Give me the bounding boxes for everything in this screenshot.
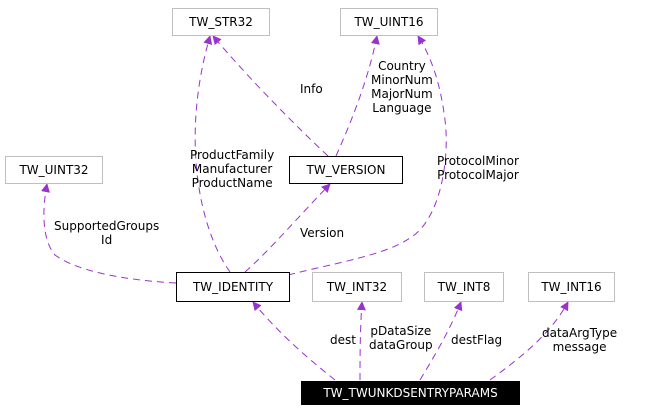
edge-label-line: Country — [378, 59, 426, 73]
edge-version-to-uint16 — [335, 35, 380, 157]
node-tw-uint16[interactable]: TW_UINT16 — [340, 8, 438, 36]
edge-root-to-int32 — [356, 301, 366, 381]
edge-label-info: Info — [300, 82, 323, 96]
edge-label-version-fields: Country MinorNum MajorNum Language — [371, 59, 433, 115]
edge-label-line: Language — [372, 101, 432, 115]
edge-label-groups-fields: SupportedGroups Id — [54, 219, 159, 247]
edge-label-line: ProductFamily — [190, 148, 275, 162]
edge-label-arg-fields: dataArgType message — [542, 326, 617, 354]
edge-label-line: Id — [101, 233, 113, 247]
edge-version-to-str32 — [212, 35, 329, 157]
node-tw-str32[interactable]: TW_STR32 — [172, 8, 270, 36]
edge-label-line: Manufacturer — [191, 162, 273, 176]
edge-label-line: MinorNum — [371, 73, 433, 87]
edge-identity-to-str32 — [194, 35, 231, 273]
edge-identity-to-uint16 — [287, 35, 447, 276]
edge-label-product-fields: ProductFamily Manufacturer ProductName — [190, 148, 274, 190]
node-tw-int8[interactable]: TW_INT8 — [424, 272, 504, 302]
edge-label-data-fields: pDataSize dataGroup — [369, 324, 433, 352]
edge-label-line: SupportedGroups — [54, 219, 160, 233]
edge-label-line: ProtocolMajor — [437, 168, 519, 182]
edge-label-dest: dest — [330, 333, 356, 347]
node-tw-version[interactable]: TW_VERSION — [289, 156, 403, 184]
edge-identity-to-uint32 — [41, 183, 177, 284]
edge-root-to-int16 — [489, 301, 569, 381]
edge-label-line: destFlag — [451, 333, 503, 347]
edge-label-line: MajorNum — [371, 87, 433, 101]
edge-label-line: message — [552, 340, 607, 354]
edge-label-version-member: Version — [300, 226, 344, 240]
edge-label-line: ProtocolMinor — [437, 154, 519, 168]
edge-label-line: dest — [330, 333, 356, 347]
node-tw-twunkdsentryparams[interactable]: TW_TWUNKDSENTRYPARAMS — [301, 381, 520, 405]
edge-label-line: dataGroup — [369, 338, 433, 352]
edge-label-line: Version — [300, 226, 345, 240]
node-tw-int32[interactable]: TW_INT32 — [312, 272, 402, 302]
node-tw-int16[interactable]: TW_INT16 — [528, 272, 615, 302]
edge-label-protocol-fields: ProtocolMinor ProtocolMajor — [437, 154, 519, 182]
edge-label-line: ProductName — [191, 176, 273, 190]
edge-root-to-identity — [252, 301, 336, 381]
edge-label-line: Info — [300, 82, 323, 96]
edge-label-line: pDataSize — [370, 324, 432, 338]
node-tw-identity[interactable]: TW_IDENTITY — [176, 272, 290, 302]
edge-label-dest-flag: destFlag — [451, 333, 502, 347]
edge-label-line: dataArgType — [542, 326, 618, 340]
node-tw-uint32[interactable]: TW_UINT32 — [5, 156, 103, 184]
